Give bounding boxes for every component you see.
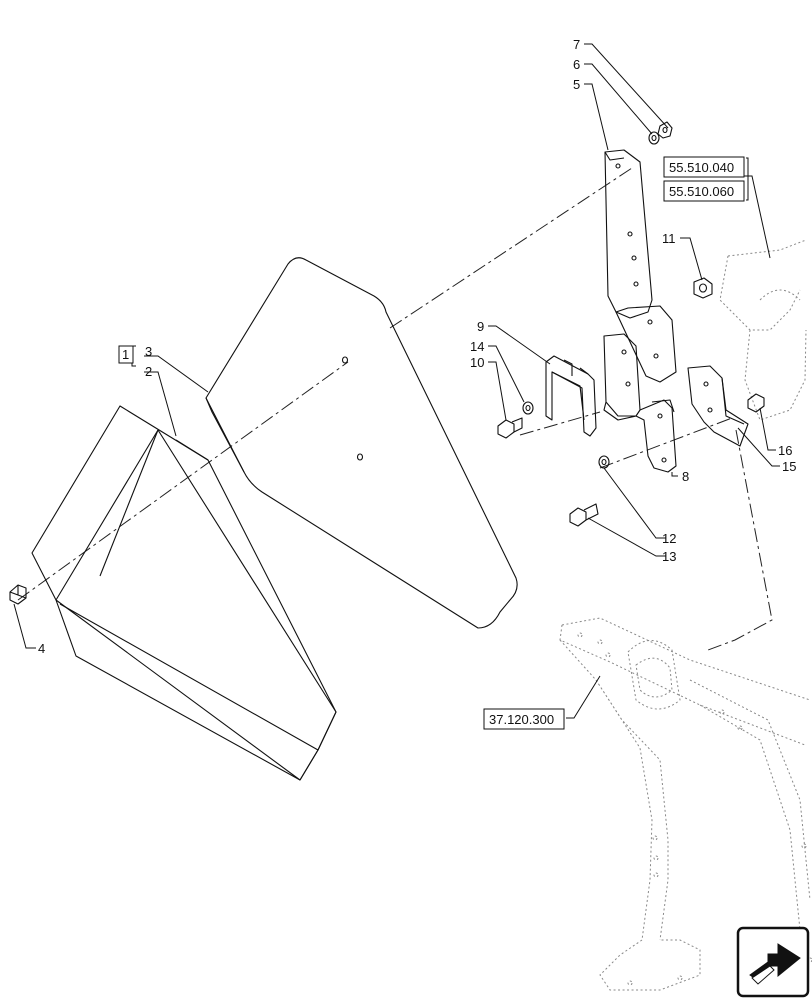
callout-2: 2 <box>145 364 152 379</box>
ghost-frame <box>559 239 812 991</box>
callout-1-box[interactable]: 1 <box>118 345 134 364</box>
nut-11 <box>693 277 713 299</box>
callout-4: 4 <box>38 641 45 656</box>
callout-15: 15 <box>782 459 796 474</box>
mounting-panel <box>205 257 518 629</box>
callout-3: 3 <box>145 344 152 359</box>
ref-box-55-510-060[interactable]: 55.510.060 <box>663 180 745 202</box>
bolt-10 <box>497 417 523 439</box>
bolt-16 <box>747 393 765 413</box>
callout-16: 16 <box>778 443 792 458</box>
bolt-13 <box>569 503 599 527</box>
callout-11: 11 <box>662 231 676 246</box>
ref-box-37-120-300[interactable]: 37.120.300 <box>483 708 565 730</box>
callout-1: 1 <box>122 347 129 362</box>
ref-55-510-040: 55.510.040 <box>669 160 734 175</box>
callout-6: 6 <box>573 57 580 72</box>
ref-box-55-510-040[interactable]: 55.510.040 <box>663 156 745 178</box>
callout-7: 7 <box>573 37 580 52</box>
clip-9 <box>545 355 597 437</box>
bracket-8 <box>603 333 677 473</box>
screw-4 <box>9 584 27 605</box>
next-page-arrow-icon[interactable] <box>736 926 810 998</box>
callout-5: 5 <box>573 77 580 92</box>
bracket-15 <box>687 365 749 447</box>
ref-37-120-300: 37.120.300 <box>489 712 554 727</box>
washer-14 <box>522 401 534 415</box>
nut-7 <box>657 121 673 139</box>
leader-lines <box>13 43 780 719</box>
plate-5 <box>604 149 677 383</box>
callout-12: 12 <box>662 531 676 546</box>
callout-8: 8 <box>682 469 689 484</box>
reflective-triangle <box>31 405 337 781</box>
callouts: 7 6 5 11 9 14 10 3 2 4 8 12 13 16 15 <box>38 37 796 656</box>
callout-9: 9 <box>477 319 484 334</box>
callout-10: 10 <box>470 355 484 370</box>
ref-bracket <box>746 157 749 201</box>
center-lines <box>17 167 773 651</box>
callout-13: 13 <box>662 549 676 564</box>
washer-6 <box>648 131 660 145</box>
ref-55-510-060: 55.510.060 <box>669 184 734 199</box>
callout-14: 14 <box>470 339 484 354</box>
